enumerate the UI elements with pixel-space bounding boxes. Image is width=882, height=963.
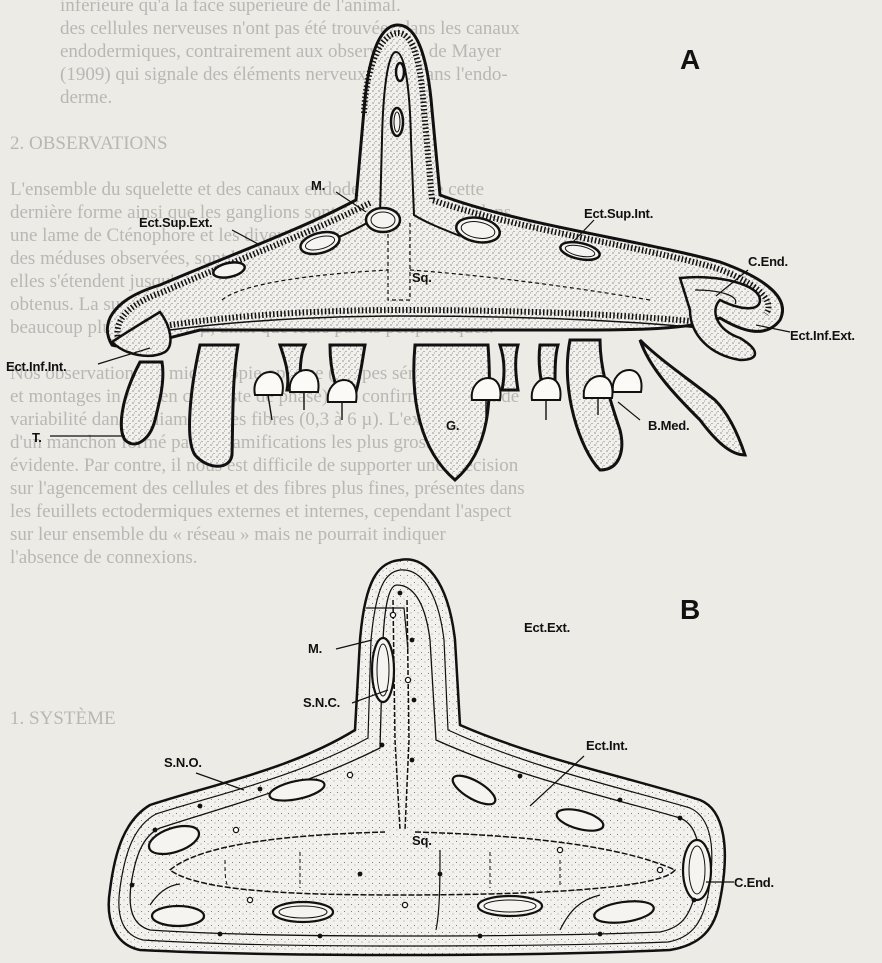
label-a-c-end: C.End. (748, 254, 788, 269)
label-b-ect-int: Ect.Int. (586, 738, 628, 753)
label-a-ect-inf-int: Ect.Inf.Int. (6, 359, 66, 374)
figure-b-panel-letter: B (680, 594, 700, 626)
label-a-ect-inf-ext: Ect.Inf.Ext. (790, 328, 855, 343)
label-a-g: G. (446, 418, 459, 433)
label-b-m: M. (308, 641, 322, 656)
figure-a-body (50, 25, 790, 480)
label-a-ect-sup-ext: Ect.Sup.Ext. (139, 215, 212, 230)
label-a-ect-sup-int: Ect.Sup.Int. (584, 206, 653, 221)
label-a-m: M. (311, 178, 325, 193)
figure-b-body (109, 559, 734, 955)
label-b-s-n-o: S.N.O. (164, 755, 202, 770)
label-a-t: T. (32, 430, 42, 445)
label-a-sq: Sq. (412, 270, 432, 285)
label-a-b-med: B.Med. (648, 418, 689, 433)
label-b-s-n-c: S.N.C. (303, 695, 340, 710)
label-b-sq: Sq. (412, 833, 432, 848)
label-b-ect-ext: Ect.Ext. (524, 620, 570, 635)
figure-a-panel-letter: A (680, 44, 700, 76)
label-b-c-end: C.End. (734, 875, 774, 890)
